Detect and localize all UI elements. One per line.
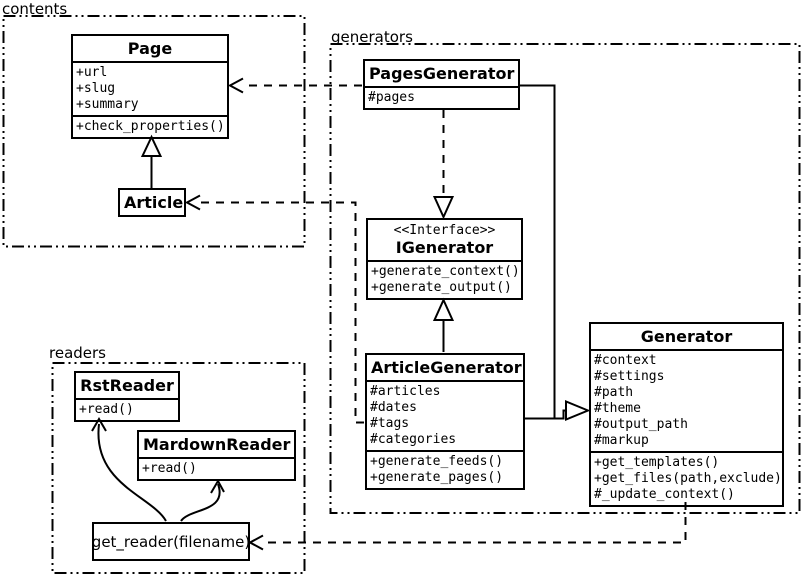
class-page-methods: +check_properties() [73, 115, 227, 137]
attribute: #tags [370, 416, 410, 431]
class-mardownreader: MardownReader +read() [137, 430, 296, 481]
attribute: #categories [370, 432, 457, 447]
class-igenerator-title: IGenerator [395, 238, 494, 257]
realization-pagesgenerator-to-igenerator [432, 110, 455, 220]
method: +read() [79, 402, 134, 417]
dependency-pagesgenerator-to-page [227, 77, 362, 94]
class-page-attributes: +url +slug +summary [73, 61, 227, 115]
class-generator: Generator #context #settings #path #them… [589, 322, 784, 507]
class-pagesgenerator-attributes: #pages [365, 86, 518, 108]
arrow-getreader-to-mardownreader [180, 478, 225, 522]
class-page: Page +url +slug +summary +check_properti… [71, 34, 229, 139]
class-pagesgenerator: PagesGenerator #pages [363, 59, 520, 110]
class-igenerator-methods: +generate_context() +generate_output() [368, 260, 521, 298]
method: #_update_context() [594, 487, 735, 502]
attribute: #markup [594, 433, 649, 448]
class-rstreader-title: RstReader [80, 376, 174, 395]
package-label-contents: contents [2, 0, 68, 18]
attribute: #settings [594, 369, 665, 384]
attribute: #dates [370, 400, 417, 415]
method: +generate_pages() [370, 470, 504, 485]
method: +get_templates() [594, 455, 720, 470]
class-igenerator: <<Interface>> IGenerator +generate_conte… [366, 218, 523, 300]
attribute: +slug [76, 81, 116, 96]
class-generator-attributes: #context #settings #path #theme #output_… [591, 349, 782, 451]
attribute: #pages [368, 90, 415, 105]
method: +check_properties() [76, 119, 225, 134]
attribute: +summary [76, 97, 139, 112]
generalization-to-generator [520, 84, 591, 421]
method: +generate_output() [371, 280, 512, 295]
class-article-title: Article [124, 193, 184, 212]
class-mardownreader-title: MardownReader [143, 435, 291, 454]
class-articlegenerator-title: ArticleGenerator [371, 358, 522, 377]
attribute: +url [76, 65, 108, 80]
class-article: Article [118, 188, 186, 217]
class-pagesgenerator-title: PagesGenerator [369, 64, 515, 83]
dependency-generator-to-getreader [247, 502, 687, 551]
method: +get_files(path,exclude) [594, 471, 782, 486]
class-rstreader-methods: +read() [76, 398, 178, 420]
realization-articlegenerator-to-igenerator [432, 297, 455, 352]
class-articlegenerator-attributes: #articles #dates #tags #categories [367, 380, 523, 450]
class-articlegenerator-methods: +generate_feeds() +generate_pages() [367, 450, 523, 488]
method: +generate_feeds() [370, 454, 504, 469]
attribute: #articles [370, 384, 441, 399]
get-reader-label: get_reader(filename) [91, 532, 251, 551]
class-mardownreader-methods: +read() [139, 457, 294, 479]
class-articlegenerator: ArticleGenerator #articles #dates #tags … [365, 353, 525, 490]
function-box-get-reader: get_reader(filename) [92, 522, 250, 561]
dependency-articlegenerator-to-article [184, 194, 364, 424]
attribute: #context [594, 353, 657, 368]
package-label-generators: generators [331, 28, 413, 46]
generalization-article-to-page [140, 134, 163, 188]
method: +generate_context() [371, 264, 520, 279]
class-igenerator-stereotype: <<Interface>> [393, 223, 496, 238]
attribute: #path [594, 385, 634, 400]
attribute: #output_path [594, 417, 688, 432]
method: +read() [142, 461, 197, 476]
package-label-readers: readers [49, 344, 106, 362]
attribute: #theme [594, 401, 641, 416]
class-generator-methods: +get_templates() +get_files(path,exclude… [591, 451, 782, 505]
class-generator-title: Generator [640, 327, 733, 346]
class-rstreader: RstReader +read() [74, 371, 180, 422]
class-page-title: Page [127, 39, 173, 58]
